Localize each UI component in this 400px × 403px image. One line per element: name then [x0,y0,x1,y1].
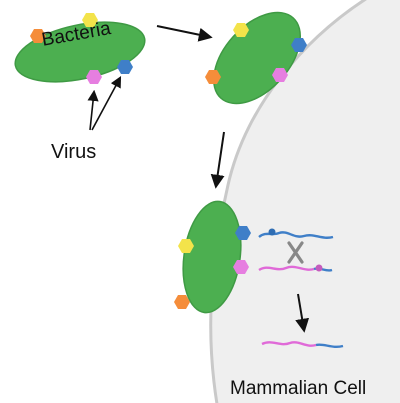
virus-label: Virus [51,141,97,163]
blue-strand-tail [313,267,333,272]
virus-hexagon-yellow [178,239,194,253]
recombined-strand [261,341,344,349]
pink-strand [261,341,317,347]
pink-strand [258,265,315,272]
blue-strand [315,343,344,349]
virus-hexagon-pink [272,68,288,82]
virus-hexagon-pink [233,260,249,274]
mammalian-cell-label: Mammalian Cell [230,378,367,399]
strand-junction [315,264,323,272]
genetic-strands-upper [258,228,334,272]
bacteria-docked [205,11,307,105]
virus-hexagon-orange [174,295,190,309]
mammalian-cell [209,0,400,403]
bacteria-body [14,21,146,83]
virus-hexagon-orange [205,70,221,84]
virus-hexagon-orange [30,29,46,43]
virus-hexagon-yellow [233,23,249,37]
virus-pointer-arrow-blue [91,76,122,131]
blocked-transfer-mark [287,241,304,264]
bacteria-free [14,13,146,84]
virus-hexagon-blue [291,38,307,52]
virus-pointer-arrow-pink [87,89,99,131]
step-arrow-fuse [210,131,225,189]
step-arrow-recombine [295,293,310,333]
virus-hexagon-pink [86,70,102,84]
virus-hexagon-blue [235,226,251,240]
step-arrow-approach [156,25,213,42]
virus-hexagon-yellow [82,13,98,27]
virus-hexagon-blue [117,60,133,74]
bacteria-fused [174,200,251,314]
strand-junction [268,228,276,236]
blue-strand [258,231,334,239]
